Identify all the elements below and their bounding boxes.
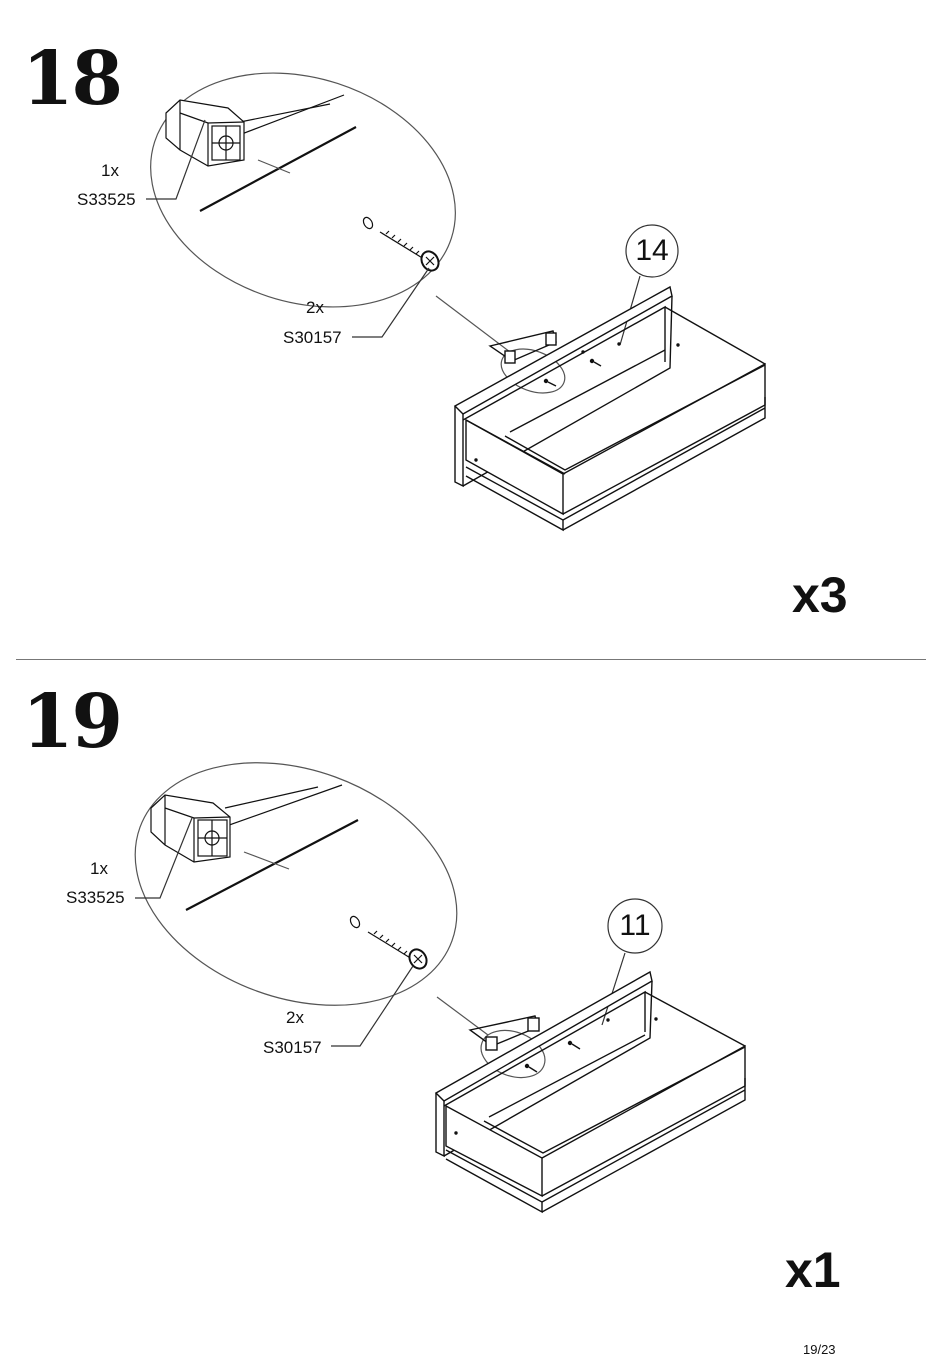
part-qty-label: 1x: [101, 161, 119, 180]
part-code-label: S33525: [66, 888, 125, 907]
part-qty-label: 1x: [90, 859, 108, 878]
connector-block-icon: [150, 794, 231, 863]
connector-block-icon: [165, 99, 245, 167]
part-callout-circle: [607, 898, 663, 954]
screw-icon: [362, 216, 440, 272]
part-callout-circle: [625, 224, 679, 278]
page-number: 19/23: [803, 1342, 836, 1357]
drawer-drawing: [453, 285, 766, 532]
step-number: 18: [22, 36, 123, 122]
detail-magnifier-ellipse: [134, 762, 458, 1006]
part-code-label: S33525: [77, 190, 136, 209]
drawer-drawing: [434, 970, 746, 1214]
step-divider: [16, 659, 926, 660]
part-number-label: 11: [619, 909, 651, 942]
detail-magnifier-ellipse: [150, 72, 456, 308]
quantity-multiplier: x1: [785, 1242, 841, 1298]
quantity-multiplier: x3: [792, 567, 848, 623]
step-number: 19: [22, 679, 123, 765]
step-18-illustration: [146, 72, 766, 532]
part-code-label: S30157: [263, 1038, 322, 1057]
part-qty-label: 2x: [306, 298, 324, 317]
part-qty-label: 2x: [286, 1008, 304, 1027]
part-number-label: 14: [635, 234, 669, 267]
step-19-illustration: [134, 762, 746, 1214]
part-code-label: S30157: [283, 328, 342, 347]
screw-icon: [349, 915, 428, 970]
